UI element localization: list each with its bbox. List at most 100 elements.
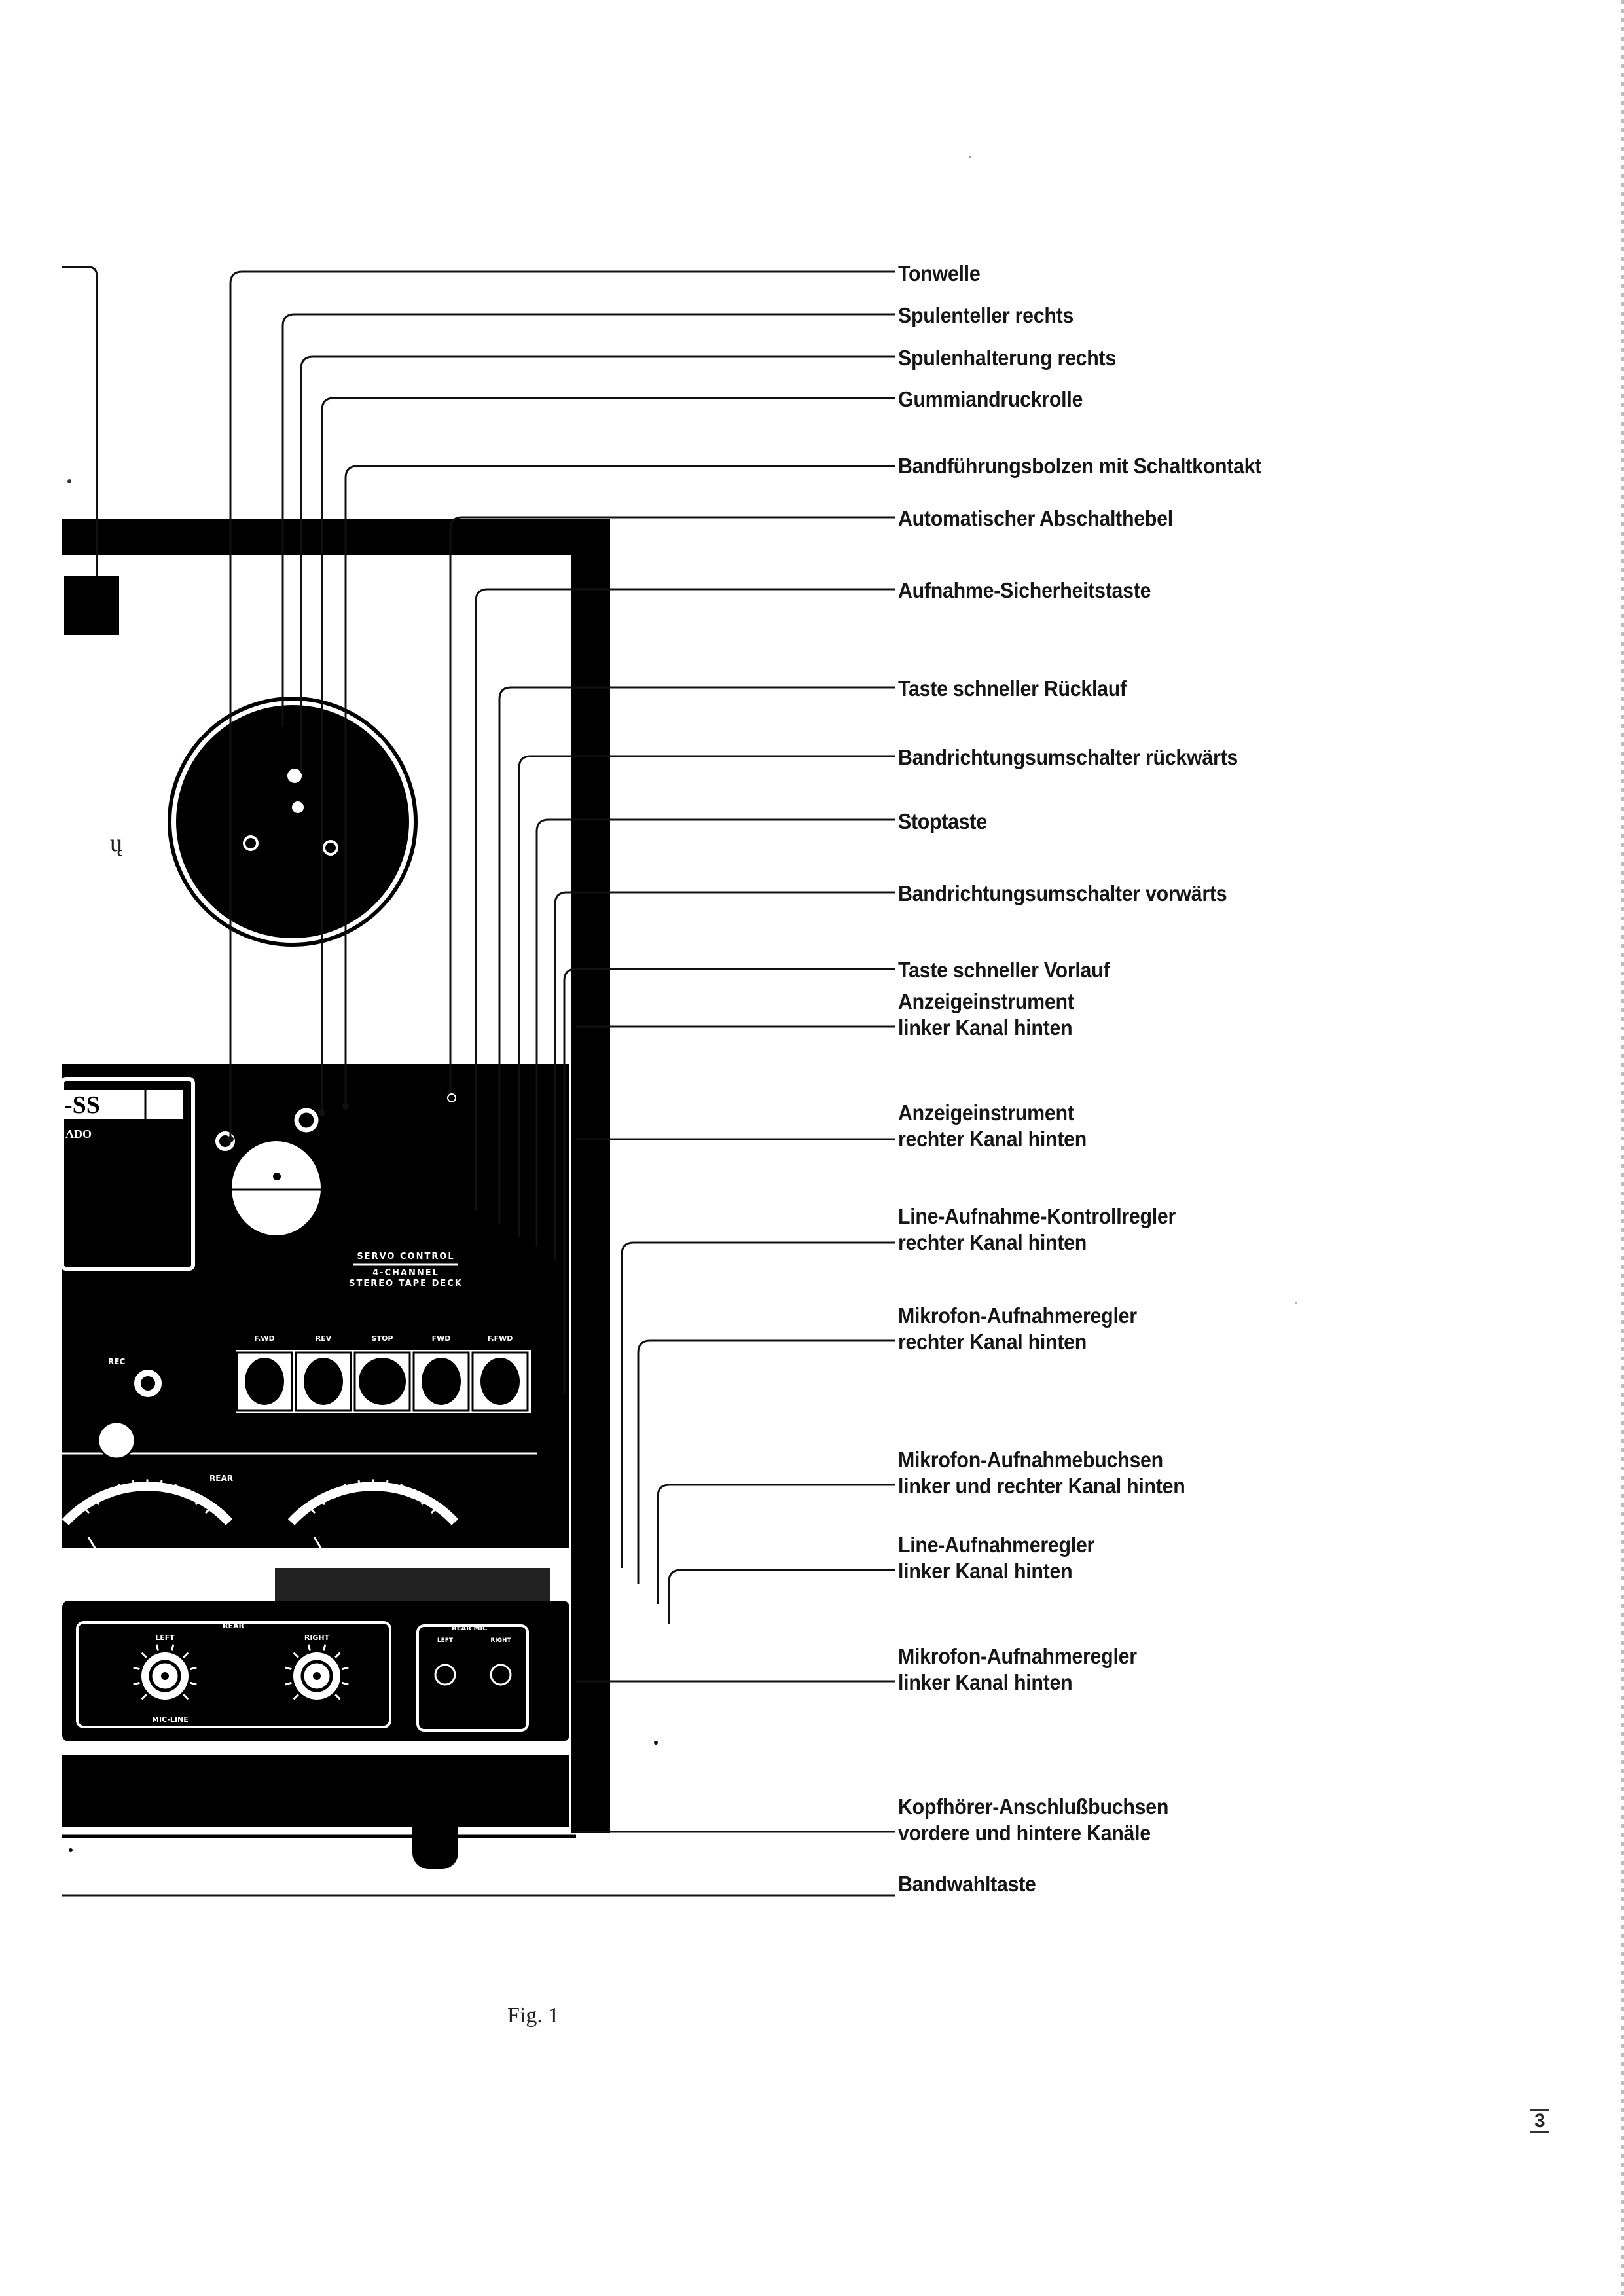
rear-level-knob-right[interactable]: RIGHT xyxy=(285,1633,349,1700)
transport-button-fwd[interactable]: FWD xyxy=(412,1334,470,1412)
callout-text-line1: Mikrofon-Aufnahmeregler xyxy=(898,1644,1137,1668)
right-frame-cap xyxy=(458,519,610,538)
mic-section xyxy=(416,1624,529,1732)
callout-stoptaste: Stoptaste xyxy=(898,809,987,835)
leader-line-mikro-regler-rechts xyxy=(637,1339,895,1584)
vu-scale-tick xyxy=(104,1489,111,1499)
leader-left-edge xyxy=(62,266,98,576)
callout-umschalter-vorwaerts: Bandrichtungsumschalter vorwärts xyxy=(898,881,1227,907)
transport-button-label: F.FWD xyxy=(488,1334,513,1343)
page-number: 3 xyxy=(1530,2109,1549,2133)
knob-scale-tick xyxy=(334,1694,341,1700)
callout-text-line2: rechter Kanal hinten xyxy=(898,1127,1087,1151)
knob-scale-tick xyxy=(293,1694,299,1700)
knob-scale-tick xyxy=(133,1681,140,1686)
callout-text-line1: Bandrichtungsumschalter vorwärts xyxy=(898,881,1227,905)
leader-line-tonwelle xyxy=(229,270,895,1139)
brand-label: ADO xyxy=(65,1127,92,1140)
deck-foot xyxy=(412,1807,458,1869)
callout-text-line1: Tonwelle xyxy=(898,261,981,285)
callout-spulenhalterung-rechts: Spulenhalterung rechts xyxy=(898,345,1116,371)
callout-text-line1: Bandführungsbolzen mit Schaltkontakt xyxy=(898,454,1262,478)
panel-title: SERVO CONTROL 4-CHANNEL STEREO TAPE DECK xyxy=(349,1252,463,1288)
transport-button-fwd[interactable]: F.WD xyxy=(236,1334,293,1412)
transport-button-stop[interactable]: STOP xyxy=(353,1334,411,1412)
vu-meter-label: LEFT xyxy=(137,1550,157,1559)
model-label: -SS xyxy=(64,1091,100,1119)
knob-scale-tick xyxy=(190,1681,197,1686)
callout-text-line1: Bandwahltaste xyxy=(898,1872,1036,1896)
leader-endpoint-dot xyxy=(227,1136,234,1142)
callout-text-line2: linker und rechter Kanal hinten xyxy=(898,1474,1185,1498)
callout-text-line1: Anzeigeinstrument xyxy=(898,989,1074,1013)
reel-hub-top xyxy=(287,769,302,783)
deck-base xyxy=(62,1755,569,1827)
transport-button-label: STOP xyxy=(372,1334,393,1343)
vu-meter-unit: VU xyxy=(365,1558,381,1570)
mic-jack-label: RIGHT xyxy=(490,1637,511,1644)
knob-scale-tick xyxy=(285,1666,292,1671)
callout-vorlauf: Taste schneller Vorlauf xyxy=(898,957,1110,983)
leader-line-gummiandruckrolle xyxy=(321,397,895,1113)
callout-text-line1: Kopfhörer-Anschlußbuchsen xyxy=(898,1795,1169,1819)
vu-scale-tick xyxy=(92,1496,100,1506)
vu-scale-tick xyxy=(204,1505,213,1514)
callout-text-line1: Stoptaste xyxy=(898,809,987,833)
leader-line-spulenhalterung-rechts xyxy=(300,355,895,773)
callout-bandfuehrungsbolzen: Bandführungsbolzen mit Schaltkontakt xyxy=(898,453,1261,479)
callout-text-line1: Spulenhalterung rechts xyxy=(898,346,1117,370)
leader-line-line-kontrollregler-rechts xyxy=(621,1241,895,1568)
vu-scale-tick xyxy=(409,1489,416,1499)
vu-scale-tick xyxy=(132,1480,135,1490)
vu-scale-tick xyxy=(159,1480,163,1490)
vu-meter-label: RIGHT xyxy=(361,1550,386,1559)
meter-header: REAR xyxy=(209,1474,233,1483)
leader-line-umschalter-vorwaerts xyxy=(554,891,895,1260)
callout-text-line1: Line-Aufnahmeregler xyxy=(898,1533,1095,1557)
knob-scale-tick xyxy=(342,1666,349,1671)
vu-scale-tick xyxy=(118,1483,123,1493)
rear-level-knobs: LEFT RIGHT xyxy=(133,1633,349,1700)
vu-scale-tick xyxy=(194,1496,202,1506)
mic-jack-label: LEFT xyxy=(437,1637,454,1644)
rec-safety-button[interactable] xyxy=(134,1370,162,1397)
vu-scale-tick xyxy=(344,1483,349,1493)
reel-hub-center xyxy=(291,800,305,814)
panel-title-line3: STEREO TAPE DECK xyxy=(349,1279,463,1288)
callout-text-line1: Mikrofon-Aufnahmeregler xyxy=(898,1303,1137,1328)
reel-screw-right xyxy=(323,840,338,856)
knob-section-header: REAR xyxy=(223,1622,244,1630)
vu-scale-tick xyxy=(307,1505,316,1514)
leader-endpoint-dot xyxy=(342,1103,349,1110)
vu-scale-tick xyxy=(171,1483,177,1493)
panel-title-line2: 4-CHANNEL xyxy=(372,1268,439,1278)
transport-button-label: REV xyxy=(316,1334,332,1343)
tape-deck-illustration: ų -SS ADO SERVO CONTROL 4-CHANNEL STEREO… xyxy=(60,519,658,1869)
knob-label: RIGHT xyxy=(304,1633,330,1642)
transport-button-ffwd[interactable]: F.FWD xyxy=(471,1334,529,1412)
rear-mic-jack-left[interactable]: LEFT xyxy=(434,1637,456,1686)
leader-line-bandfuehrungsbolzen xyxy=(344,465,895,1106)
callout-text-line2: rechter Kanal hinten xyxy=(898,1230,1087,1254)
callout-text-line2: vordere und hintere Kanäle xyxy=(898,1821,1151,1845)
panel-title-line1: SERVO CONTROL xyxy=(357,1252,454,1262)
knob-scale-tick xyxy=(342,1681,349,1686)
callout-text-line1: Gummiandruckrolle xyxy=(898,387,1083,411)
callout-gummiandruckrolle: Gummiandruckrolle xyxy=(898,386,1083,412)
knob-scale-tick xyxy=(155,1644,160,1651)
vu-scale-tick xyxy=(357,1480,361,1490)
callout-umschalter-rueckwaerts: Bandrichtungsumschalter rückwärts xyxy=(898,744,1238,771)
callout-text-line2: linker Kanal hinten xyxy=(898,1670,1073,1694)
callout-aufnahme-sicherheitstaste: Aufnahme-Sicherheitstaste xyxy=(898,577,1151,604)
rear-level-knob-left[interactable]: LEFT xyxy=(133,1633,197,1700)
rear-mic-jack-right[interactable]: RIGHT xyxy=(490,1637,512,1686)
transport-button-rev[interactable]: REV xyxy=(295,1334,352,1412)
leader-line-mikro-buchsen xyxy=(657,1484,895,1604)
